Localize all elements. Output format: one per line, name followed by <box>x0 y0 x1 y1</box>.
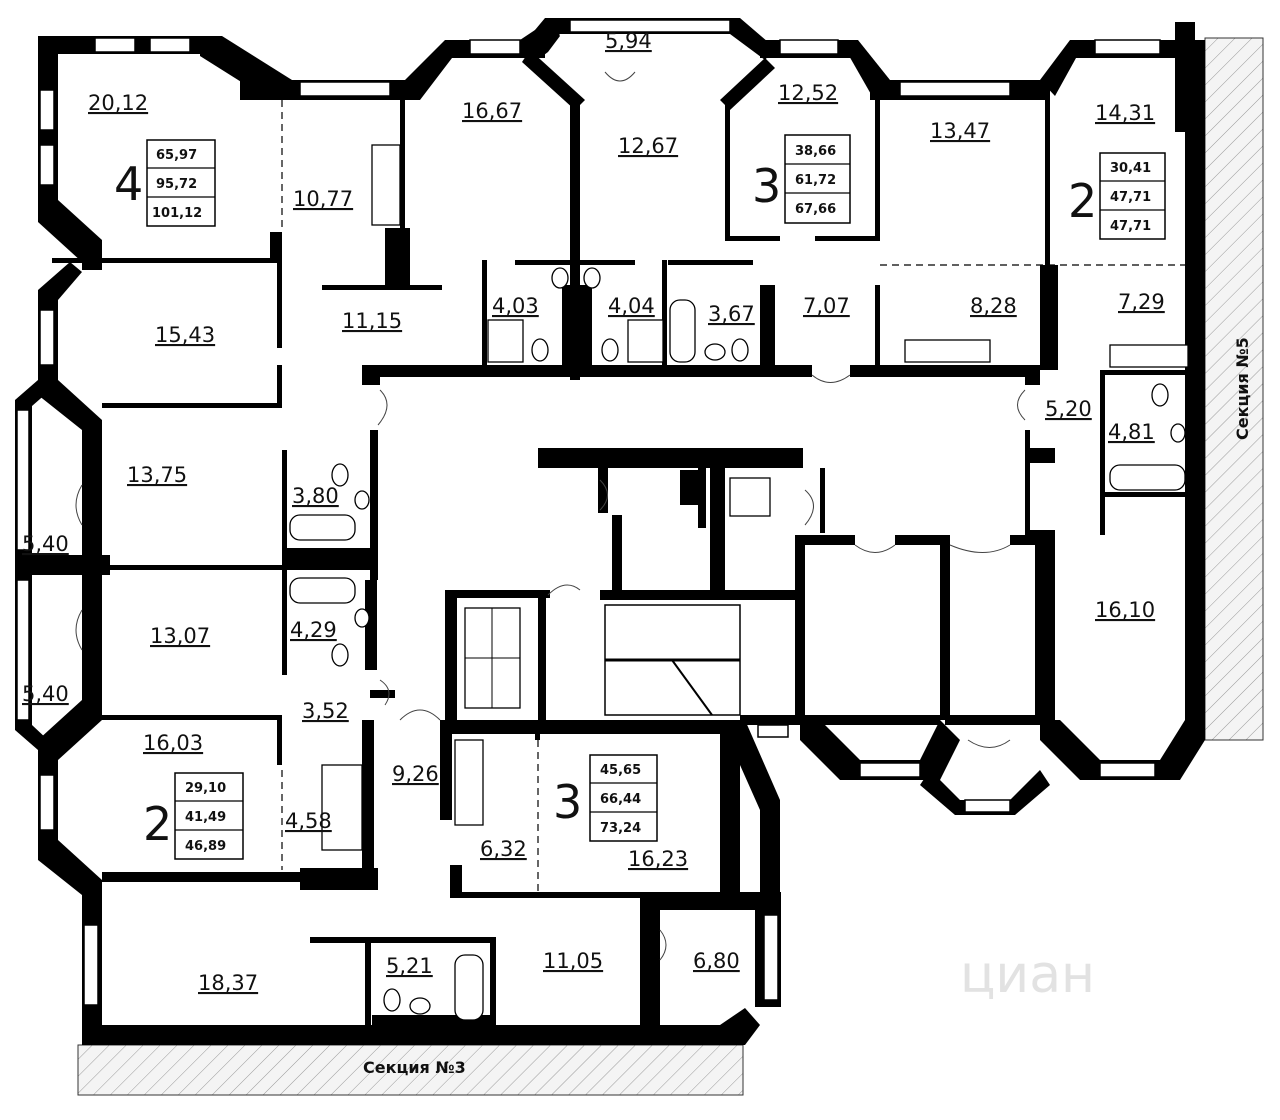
apartment-summary: 4 65,97 95,72 101,12 <box>114 139 216 227</box>
apartment-area-value: 65,97 <box>156 148 197 163</box>
room-area: 4,29 <box>290 618 337 642</box>
section-label-right: Секция №5 <box>1233 337 1252 440</box>
room-area: 7,29 <box>1118 290 1165 314</box>
room-area: 4,58 <box>285 809 332 833</box>
room-area: 5,20 <box>1045 397 1092 421</box>
room-area: 12,52 <box>778 81 838 105</box>
room-area: 12,67 <box>618 134 678 158</box>
room-area: 3,67 <box>708 302 755 326</box>
room-area: 8,28 <box>970 294 1017 318</box>
room-area: 15,43 <box>155 323 215 347</box>
room-area: 5,40 <box>22 682 69 706</box>
apartment-area-value: 30,41 <box>1110 161 1151 176</box>
room-area: 11,05 <box>543 949 603 973</box>
apartment-summary: 3 38,66 61,72 67,66 <box>752 134 851 224</box>
apartment-area-value: 73,24 <box>600 821 641 836</box>
apartment-area-value: 66,44 <box>600 792 641 807</box>
room-area: 18,37 <box>198 971 258 995</box>
room-area: 4,04 <box>608 294 655 318</box>
room-area: 4,81 <box>1108 420 1155 444</box>
apartment-area-value: 47,71 <box>1110 219 1151 234</box>
apartment-area-value: 38,66 <box>795 144 836 159</box>
apartment-area-value: 45,65 <box>600 763 641 778</box>
room-area: 4,03 <box>492 294 539 318</box>
apartment-area-value: 95,72 <box>156 177 197 192</box>
room-area: 3,52 <box>302 699 349 723</box>
room-area: 5,40 <box>22 532 69 556</box>
windows <box>16 19 1161 1006</box>
room-area: 14,31 <box>1095 101 1155 125</box>
doors <box>75 71 1026 961</box>
room-area: 6,32 <box>480 837 527 861</box>
room-area: 5,21 <box>386 954 433 978</box>
room-area: 10,77 <box>293 187 353 211</box>
apartment-summary: 3 45,65 66,44 73,24 <box>553 754 658 842</box>
apartment-area-value: 29,10 <box>185 781 226 796</box>
apartment-rooms-count: 2 <box>143 797 172 851</box>
apartment-area-value: 67,66 <box>795 202 836 217</box>
apartment-rooms-count: 4 <box>114 157 143 211</box>
room-area: 16,67 <box>462 99 522 123</box>
room-area: 13,75 <box>127 463 187 487</box>
apartment-area-value: 46,89 <box>185 839 226 854</box>
apartment-rooms-count: 2 <box>1068 174 1097 228</box>
section-5-hatch <box>1204 37 1264 741</box>
room-area: 16,10 <box>1095 598 1155 622</box>
room-area: 13,07 <box>150 624 210 648</box>
apartment-area-value: 47,71 <box>1110 190 1151 205</box>
interior-walls <box>52 100 1190 1027</box>
room-area: 16,23 <box>628 847 688 871</box>
room-area: 11,15 <box>342 309 402 333</box>
apartment-summary: 2 29,10 41,49 46,89 <box>143 772 244 860</box>
apartment-area-value: 61,72 <box>795 173 836 188</box>
room-area: 13,47 <box>930 119 990 143</box>
room-area: 5,94 <box>605 29 652 53</box>
apartment-area-value: 41,49 <box>185 810 226 825</box>
room-area: 16,03 <box>143 731 203 755</box>
room-area: 20,12 <box>88 91 148 115</box>
lift-shaft <box>464 607 521 709</box>
apartment-rooms-count: 3 <box>752 159 781 213</box>
room-area: 6,80 <box>693 949 740 973</box>
room-area: 3,80 <box>292 484 339 508</box>
watermark: циан <box>960 945 1095 1005</box>
fixtures <box>289 144 1189 1021</box>
apartment-area-value: 101,12 <box>152 206 202 221</box>
apartment-rooms-count: 3 <box>553 775 582 829</box>
room-area: 7,07 <box>803 294 850 318</box>
room-area: 9,26 <box>392 762 439 786</box>
room-areas: 20,12 10,77 16,67 5,94 12,67 12,52 13,47… <box>22 29 1165 995</box>
apartment-summary: 2 30,41 47,71 47,71 <box>1068 152 1166 240</box>
stairwell <box>604 604 741 716</box>
section-label-bottom: Секция №3 <box>363 1058 466 1077</box>
section-3-hatch <box>77 1044 744 1096</box>
